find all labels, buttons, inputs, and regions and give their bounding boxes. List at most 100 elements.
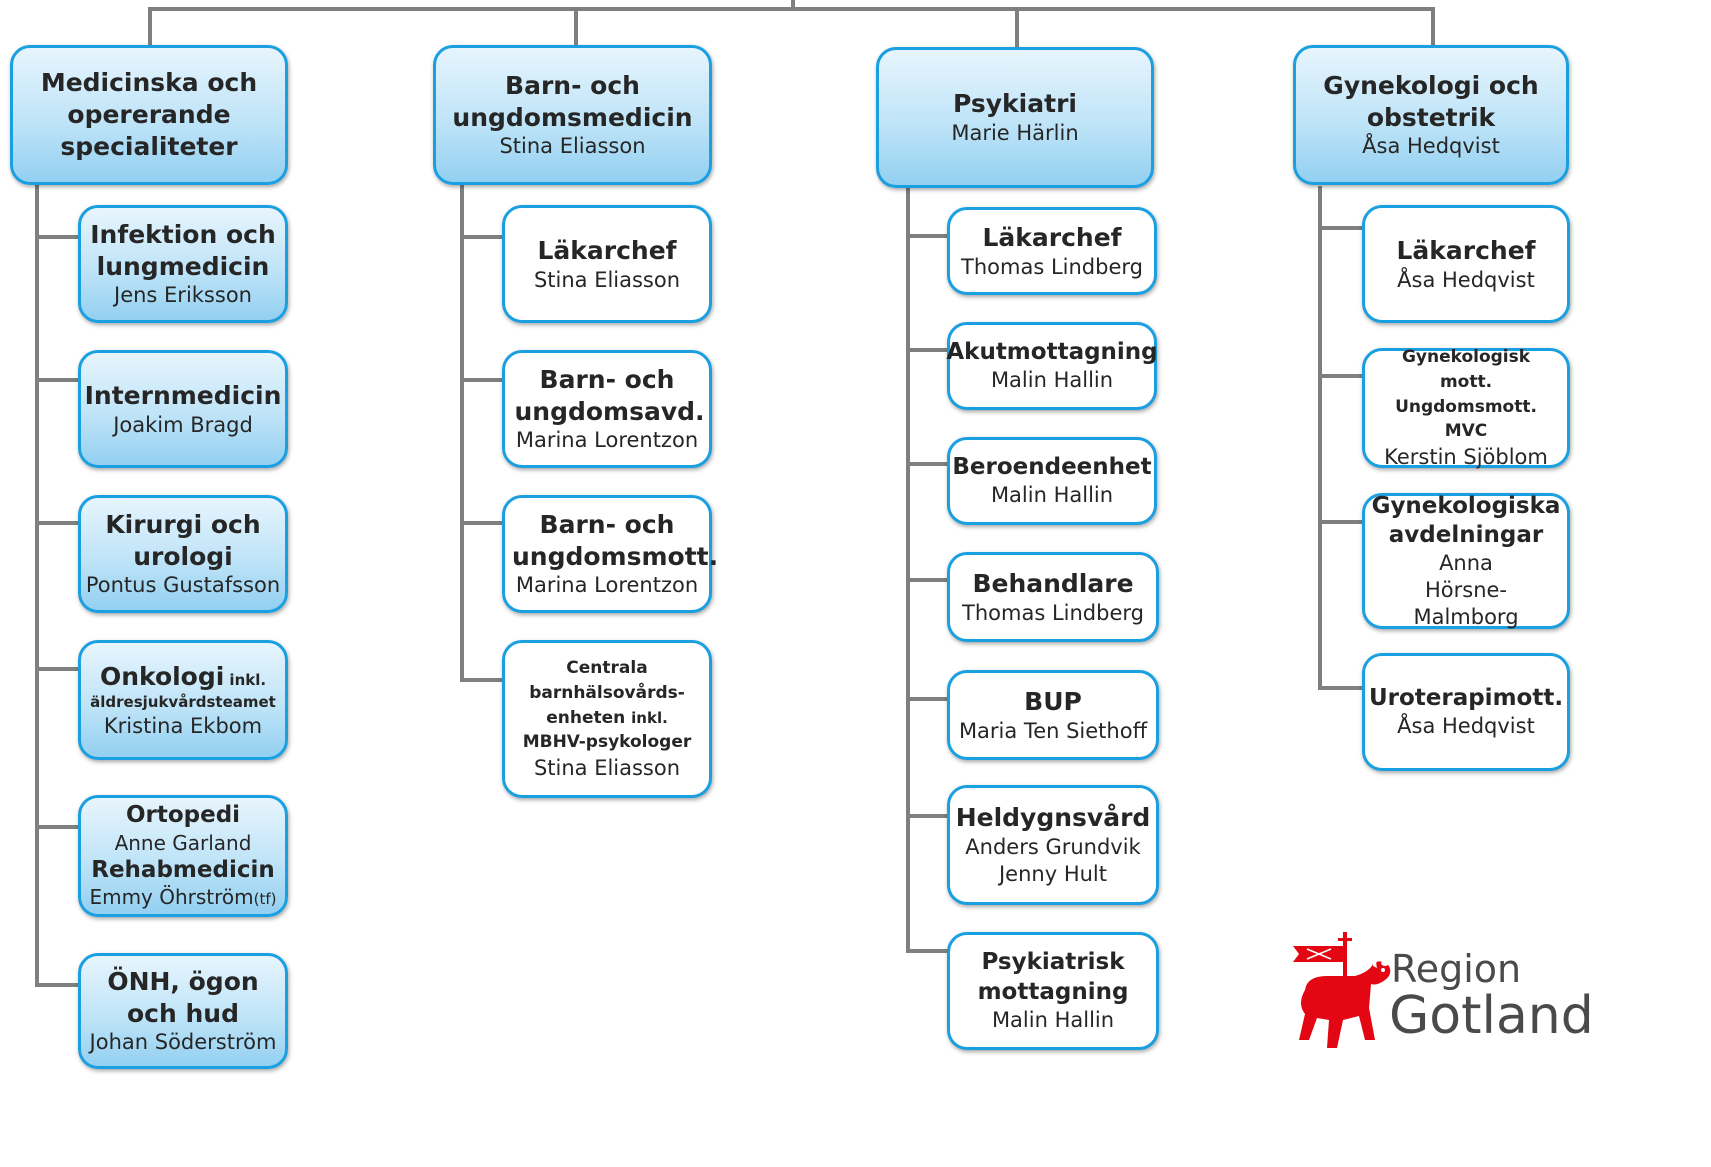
unit-psykiatrisk-mottagning[interactable]: Psykiatrisk mottagning Malin Hallin (947, 932, 1159, 1050)
head-manager: Stina Eliasson (499, 134, 646, 159)
unit-manager: Thomas Lindberg (962, 600, 1144, 625)
unit-manager: Anders Grundvik (965, 835, 1141, 860)
unit-title-wrap: Centrala barnhälsovårds-enheten inkl. (515, 656, 700, 730)
unit-manager-2: Jenny Hult (998, 861, 1107, 886)
unit-lakarchef-gyn[interactable]: Läkarchef Åsa Hedqvist (1362, 205, 1570, 323)
unit-bup[interactable]: BUP Maria Ten Siethoff (947, 670, 1159, 760)
unit-title: Uroterapimott. (1368, 685, 1564, 712)
branch-col3-2 (906, 348, 950, 352)
branch-col4-4 (1318, 686, 1364, 690)
unit-manager: Åsa Hedqvist (1397, 267, 1535, 292)
unit-uroterapimott[interactable]: Uroterapimott. Åsa Hedqvist (1362, 653, 1570, 771)
unit-manager: Marina Lorentzon (515, 573, 699, 598)
branch-col2-3 (460, 521, 504, 525)
head-box-medicinska[interactable]: Medicinska och opererande specialiteter (10, 45, 288, 185)
branch-col2-4 (460, 678, 504, 682)
unit-akutmottagning[interactable]: Akutmottagning Malin Hallin (946, 322, 1158, 410)
unit-internmedicin[interactable]: Internmedicin Joakim Bragd (78, 350, 288, 468)
unit-gynekologisk-mott[interactable]: Gynekologisk mott. Ungdomsmott. MVC Kers… (1362, 347, 1570, 469)
branch-col4-3 (1318, 520, 1364, 524)
unit-title: Läkarchef (537, 235, 677, 265)
unit-manager: Thomas Lindberg (961, 254, 1143, 279)
unit-manager: Malin Hallin (990, 368, 1114, 393)
unit-manager-2-note: (tf) (253, 890, 277, 909)
unit-heldygnsvard[interactable]: Heldygnsvård Anders Grundvik Jenny Hult (947, 785, 1159, 905)
unit-manager: Malin Hallin (991, 1007, 1115, 1032)
branch-col1-6 (35, 983, 80, 987)
head-box-barn[interactable]: Barn- och ungdomsmedicin Stina Eliasson (433, 45, 712, 185)
unit-manager-2-wrap: Emmy Öhrström(tf) (89, 885, 276, 910)
gotland-ram-icon (1293, 932, 1391, 1048)
branch-col3-3 (906, 462, 950, 466)
unit-title: Onkologi (99, 661, 225, 691)
unit-manager: Pontus Gustafsson (85, 573, 281, 598)
unit-title: Infektion och lungmedicin (90, 219, 276, 281)
branch-col3-7 (906, 949, 950, 953)
unit-manager: Jens Eriksson (114, 283, 252, 308)
unit-lakarchef-barn[interactable]: Läkarchef Stina Eliasson (502, 205, 712, 323)
unit-title: Akutmottagning (946, 339, 1158, 366)
logo-text-gotland: Gotland (1389, 986, 1594, 1046)
unit-barn-mott[interactable]: Barn- och ungdomsmott. Marina Lorentzon (502, 495, 719, 613)
unit-title-2: Rehabmedicin (91, 857, 275, 883)
spine-col4 (1318, 186, 1322, 690)
top-connector-stub (791, 0, 795, 10)
unit-beroendeenhet[interactable]: Beroendeenhet Malin Hallin (947, 437, 1157, 525)
drop-line-col1 (148, 7, 152, 47)
unit-kirurgi[interactable]: Kirurgi och urologi Pontus Gustafsson (78, 495, 288, 613)
branch-col1-3 (35, 521, 80, 525)
unit-gynekologiska-avdelningar[interactable]: Gynekologiska avdelningar Anna Hörsne-Ma… (1362, 493, 1570, 629)
head-title: Psykiatri (953, 89, 1077, 119)
drop-line-col4 (1431, 7, 1435, 47)
unit-title-sub: MBHV-psykologer (522, 732, 692, 753)
head-manager: Marie Härlin (951, 121, 1079, 146)
unit-title: Läkarchef (1396, 235, 1536, 265)
unit-onkologi[interactable]: Onkologi inkl. äldresjukvårdsteamet Kris… (78, 640, 288, 760)
unit-title: Läkarchef (982, 222, 1122, 252)
branch-col3-6 (906, 814, 950, 818)
drop-line-col2 (574, 7, 578, 47)
unit-title: Beroendeenhet (952, 454, 1152, 481)
unit-behandlare[interactable]: Behandlare Thomas Lindberg (947, 552, 1159, 642)
unit-title: Internmedicin (84, 380, 282, 410)
unit-title: Barn- och ungdomsavd. (514, 364, 705, 426)
unit-ortopedi[interactable]: Ortopedi Anne Garland Rehabmedicin Emmy … (78, 795, 288, 917)
unit-manager-2: Emmy Öhrström (89, 885, 254, 910)
unit-lakarchef-psyk[interactable]: Läkarchef Thomas Lindberg (947, 207, 1157, 295)
spine-col3 (906, 188, 910, 953)
unit-barn-avd[interactable]: Barn- och ungdomsavd. Marina Lorentzon (502, 350, 712, 468)
branch-col3-5 (906, 697, 950, 701)
unit-title: Heldygnsvård (955, 803, 1151, 833)
unit-manager: Joakim Bragd (113, 412, 253, 437)
unit-manager: Stina Eliasson (533, 755, 681, 780)
unit-title-note: inkl. (631, 708, 668, 727)
unit-manager: Anne Garland (114, 830, 252, 855)
branch-col1-4 (35, 667, 80, 671)
head-manager: Åsa Hedqvist (1362, 134, 1500, 159)
unit-manager: Kristina Ekbom (103, 713, 263, 738)
region-gotland-logo: Region Gotland (1285, 928, 1594, 1058)
unit-infektion[interactable]: Infektion och lungmedicin Jens Eriksson (78, 205, 288, 323)
unit-manager: Kerstin Sjöblom (1384, 444, 1548, 469)
unit-manager: Johan Söderström (89, 1030, 277, 1055)
unit-centrala-bhv[interactable]: Centrala barnhälsovårds-enheten inkl. MB… (502, 640, 712, 798)
unit-manager: Anna Hörsne-Malmborg (1413, 551, 1519, 629)
branch-col1-2 (35, 378, 80, 382)
unit-title: Barn- och ungdomsmott. (512, 509, 719, 571)
unit-manager: Marina Lorentzon (515, 428, 699, 453)
spine-col1 (35, 185, 39, 987)
branch-col1-5 (35, 825, 80, 829)
unit-manager: Maria Ten Siethoff (958, 718, 1148, 743)
unit-title-note: inkl. äldresjukvårdsteamet (90, 670, 276, 712)
unit-onh[interactable]: ÖNH, ögon och hud Johan Söderström (78, 953, 288, 1069)
branch-col4-2 (1318, 374, 1364, 378)
unit-title: Kirurgi och urologi (105, 509, 261, 571)
head-box-gynekologi[interactable]: Gynekologi och obstetrik Åsa Hedqvist (1293, 45, 1569, 185)
unit-title: Centrala barnhälsovårds-enheten (529, 658, 685, 728)
logo-text-region: Region (1391, 947, 1522, 991)
head-title: Medicinska och opererande specialiteter (40, 68, 258, 161)
branch-col4-1 (1318, 226, 1364, 230)
unit-title: Gynekologiska avdelningar (1371, 492, 1561, 549)
branch-col3-4 (906, 578, 950, 582)
head-box-psykiatri[interactable]: Psykiatri Marie Härlin (876, 47, 1154, 188)
